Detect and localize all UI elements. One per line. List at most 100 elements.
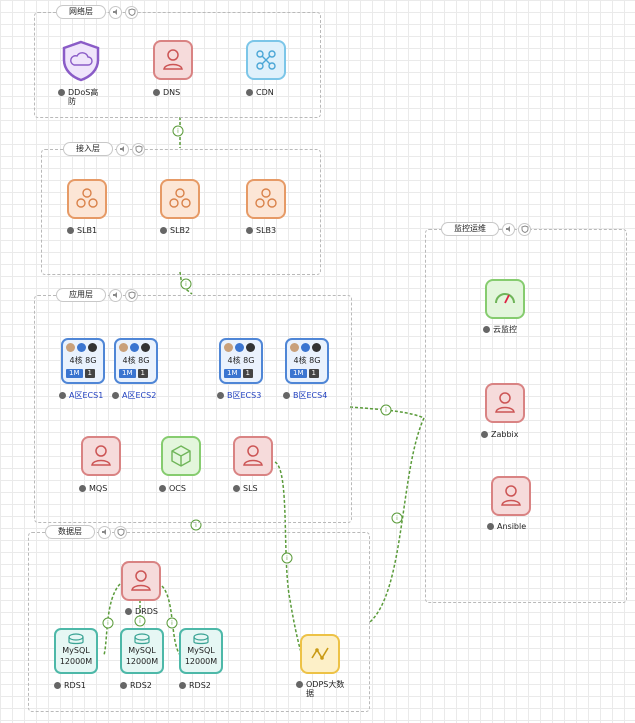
- group-title[interactable]: 监控运维: [441, 222, 499, 236]
- node-label: A区ECS2: [122, 391, 157, 400]
- load-balancer-icon: [255, 188, 277, 208]
- user-icon: [91, 445, 111, 466]
- node-label: ODPS大数据: [306, 680, 345, 698]
- link-sls-odps: [274, 461, 303, 656]
- user-icon: [495, 392, 515, 413]
- connector-markers: [102, 125, 403, 629]
- user-circle-icon: [296, 681, 303, 688]
- database-icon: [68, 633, 84, 645]
- node-label: 云监控: [493, 325, 517, 334]
- user-icon: [501, 485, 521, 506]
- rds-size: 12000M: [125, 657, 159, 666]
- shield-icon[interactable]: [114, 525, 127, 539]
- link-app-monitor: [349, 406, 425, 419]
- svg-text:i: i: [171, 620, 173, 627]
- cube-icon: [171, 445, 191, 467]
- link-access-app: [179, 271, 193, 295]
- user-circle-icon: [58, 89, 65, 96]
- cloud-shield-icon: [62, 40, 100, 82]
- ecs-bandwidth: 1M: [119, 369, 136, 378]
- user-circle-icon: [120, 682, 127, 689]
- user-circle-icon: [487, 523, 494, 530]
- group-title[interactable]: 接入层: [63, 142, 113, 156]
- ecs-count: 1: [308, 369, 319, 378]
- user-icon: [131, 570, 151, 591]
- svg-text:i: i: [177, 128, 179, 135]
- rds-size: 12000M: [184, 657, 218, 666]
- node-label: Zabbix: [491, 430, 519, 439]
- sound-icon[interactable]: [116, 142, 129, 156]
- group-title[interactable]: 应用层: [56, 288, 106, 302]
- svg-text:i: i: [107, 620, 109, 627]
- user-circle-icon: [481, 431, 488, 438]
- sound-icon[interactable]: [98, 525, 111, 539]
- rds-engine: MySQL: [187, 646, 215, 655]
- user-circle-icon: [160, 227, 167, 234]
- ecs-bandwidth: 1M: [224, 369, 241, 378]
- user-icon: [243, 445, 263, 466]
- node-label: Ansible: [497, 522, 527, 531]
- shield-icon[interactable]: [518, 222, 531, 236]
- load-balancer-icon: [169, 188, 191, 208]
- group-network[interactable]: [34, 12, 321, 118]
- ecs-count: 1: [137, 369, 148, 378]
- user-circle-icon: [79, 485, 86, 492]
- network-icon: [256, 50, 276, 70]
- user-circle-icon: [159, 485, 166, 492]
- load-balancer-icon: [76, 188, 98, 208]
- ecs-spec: 4核 8G: [293, 356, 321, 365]
- svg-text:i: i: [185, 281, 187, 288]
- node-label: OCS: [169, 484, 186, 493]
- node-label: A区ECS1: [69, 391, 104, 400]
- svg-text:i: i: [385, 407, 387, 414]
- node-label: DRDS: [135, 607, 158, 616]
- shield-icon[interactable]: [125, 288, 138, 302]
- group-monitor[interactable]: [425, 229, 627, 603]
- svg-text:i: i: [396, 515, 398, 522]
- user-circle-icon: [179, 682, 186, 689]
- node-label: B区ECS4: [293, 391, 328, 400]
- group-title[interactable]: 数据层: [45, 525, 95, 539]
- node-label: DDoS高防: [68, 88, 99, 106]
- ecs-bandwidth: 1M: [66, 369, 83, 378]
- ecs-bandwidth: 1M: [290, 369, 307, 378]
- link-monitor-data: [369, 417, 425, 623]
- user-circle-icon: [217, 392, 224, 399]
- group-network-header: 网络层: [56, 5, 138, 19]
- user-circle-icon: [54, 682, 61, 689]
- sound-icon[interactable]: [502, 222, 515, 236]
- group-access[interactable]: [41, 149, 321, 275]
- ecs-spec: 4核 8G: [122, 356, 150, 365]
- big-data-icon: [311, 647, 329, 660]
- user-circle-icon: [283, 392, 290, 399]
- ecs-spec: 4核 8G: [227, 356, 255, 365]
- svg-text:i: i: [286, 555, 288, 562]
- user-circle-icon: [153, 89, 160, 96]
- user-circle-icon: [233, 485, 240, 492]
- shield-icon[interactable]: [132, 142, 145, 156]
- group-title[interactable]: 网络层: [56, 5, 106, 19]
- group-access-header: 接入层: [63, 142, 145, 156]
- node-label: B区ECS3: [227, 391, 262, 400]
- ecs-spec: 4核 8G: [69, 356, 97, 365]
- group-data[interactable]: [28, 532, 370, 712]
- node-label: SLB1: [77, 226, 98, 235]
- node-label: RDS1: [64, 681, 86, 690]
- node-label: MQS: [89, 484, 108, 493]
- user-icon: [163, 49, 183, 70]
- rds-engine: MySQL: [62, 646, 90, 655]
- node-label: DNS: [163, 88, 181, 97]
- svg-text:i: i: [139, 618, 141, 625]
- node-ddos[interactable]: DDoS高防: [58, 40, 102, 106]
- sound-icon[interactable]: [109, 288, 122, 302]
- database-icon: [134, 633, 150, 645]
- user-circle-icon: [246, 227, 253, 234]
- node-label: SLB2: [170, 226, 191, 235]
- group-app[interactable]: [34, 295, 352, 523]
- gauge-icon: [495, 293, 515, 304]
- group-data-header: 数据层: [45, 525, 127, 539]
- shield-icon[interactable]: [125, 5, 138, 19]
- sound-icon[interactable]: [109, 5, 122, 19]
- node-label: SLS: [243, 484, 258, 493]
